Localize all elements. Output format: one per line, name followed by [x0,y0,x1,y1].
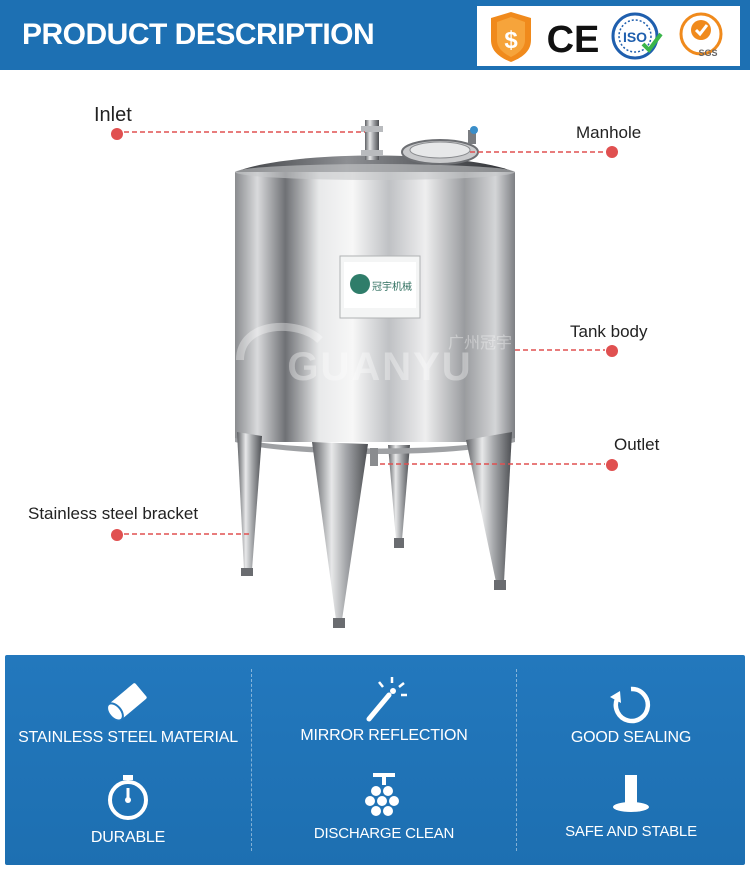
header-banner: PRODUCT DESCRIPTION $ CE ISO [0,0,750,70]
features-panel: STAINLESS STEEL MATERIAL MIRROR REFLECTI… [5,655,745,865]
plate-brand-text: 冠宇机械 [372,280,412,293]
column-divider [516,669,517,851]
feature-label: STAINLESS STEEL MATERIAL [18,729,238,746]
steel-bar-icon [5,677,251,725]
column-divider [251,669,252,851]
feature-label: GOOD SEALING [570,729,692,746]
feature-durable: DURABLE [5,767,251,867]
watermark-cn-text: 广州冠宇 [448,333,512,352]
product-illustration: 冠宇机械 GUANYU 广州冠宇 [0,70,750,650]
feature-stainless-steel: STAINLESS STEEL MATERIAL [5,669,251,769]
callout-label-outlet: Outlet [614,435,660,454]
feature-safe-stable: SAFE AND STABLE [517,767,745,867]
sgs-text: SGS [698,48,717,58]
callout-label-inlet: Inlet [94,104,132,126]
callout-tank-body [515,345,618,357]
shield-dollar-icon: $ [491,12,531,62]
right-leg [466,432,512,582]
callout-label-bracket: Stainless steel bracket [28,504,199,523]
callout-bracket [111,529,250,541]
iso-text: ISO [623,29,647,45]
certification-logos: $ CE ISO SGS [477,6,740,66]
feature-label: SAFE AND STABLE [565,823,697,840]
outlet-pipe [370,448,378,466]
feature-label: DISCHARGE CLEAN [313,825,455,842]
feature-label: DURABLE [90,829,166,846]
feature-good-sealing: GOOD SEALING [517,669,745,769]
ce-mark-icon: CE [547,19,600,61]
rear-leg [388,445,410,540]
tank-diagram: 冠宇机械 GUANYU 广州冠宇 [111,120,618,628]
sgs-badge-icon: SGS [679,12,723,58]
feature-mirror-reflection: MIRROR REFLECTION [252,669,516,769]
watermark-text: GUANYU [287,345,472,389]
ce-text: CE [547,19,600,61]
front-leg [312,442,368,620]
callout-inlet [111,128,365,140]
callout-label-manhole: Manhole [576,123,642,142]
feature-discharge-clean: DISCHARGE CLEAN [252,767,516,867]
brand-watermark: GUANYU 广州冠宇 [236,322,512,389]
stopwatch-icon [5,773,251,821]
iso-badge-icon: ISO [611,12,663,60]
feature-label: MIRROR REFLECTION [300,727,468,744]
grape-tap-icon [252,771,516,819]
callout-manhole [470,146,618,158]
callout-label-tank-body: Tank body [570,322,648,341]
stand-icon [517,771,745,819]
left-leg [237,432,262,570]
svg-text:$: $ [504,27,518,54]
page-title: PRODUCT DESCRIPTION [22,18,375,51]
refresh-icon [517,681,745,729]
callout-outlet [380,459,618,471]
magic-wand-icon [252,675,516,723]
